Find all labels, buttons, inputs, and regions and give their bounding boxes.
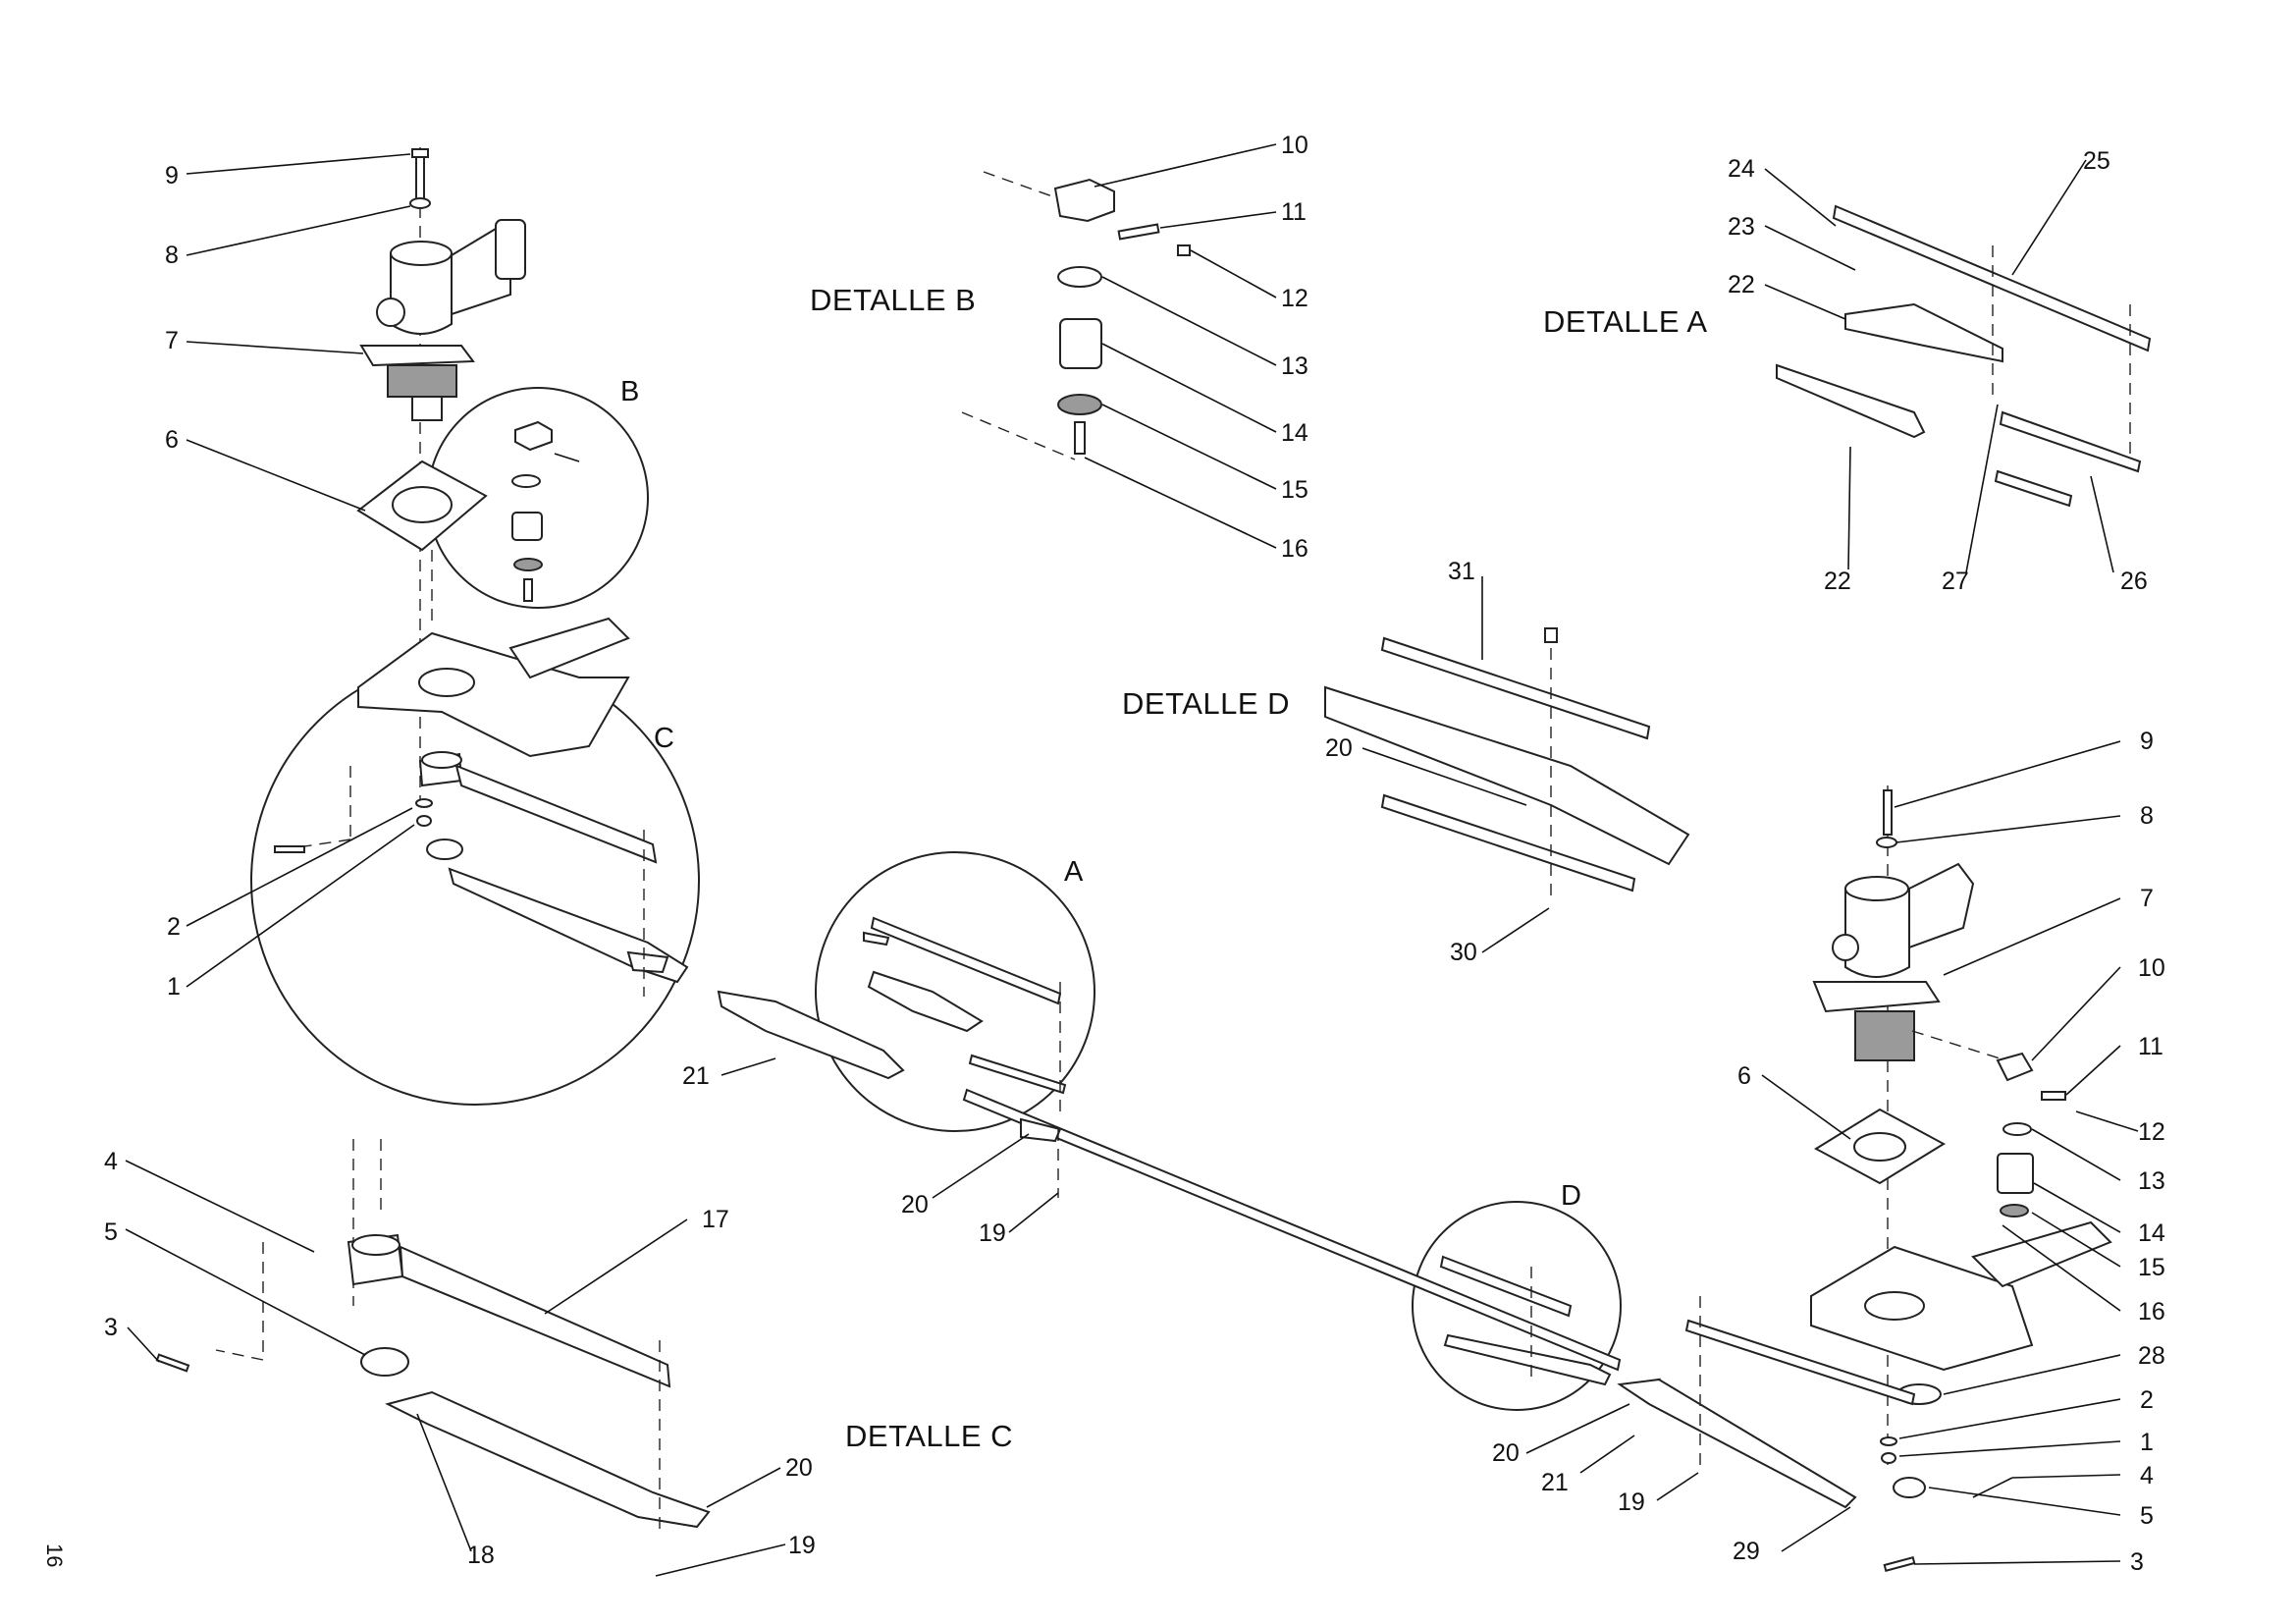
detail-letter-d: D [1561, 1180, 1581, 1212]
callout-left-21: 21 [682, 1062, 710, 1090]
detail-b-exploded [961, 171, 1191, 460]
callout-left-8: 8 [165, 242, 179, 269]
left-mount-frame [357, 631, 630, 758]
callout-a-27: 27 [1942, 568, 1969, 595]
detail-b-title: DETALLE B [810, 283, 976, 317]
callout-right-5: 5 [2140, 1502, 2154, 1530]
callout-right-2: 2 [2140, 1386, 2154, 1414]
callout-left-5: 5 [104, 1218, 118, 1246]
page-number: 16 [42, 1543, 67, 1567]
callout-right-19: 19 [1618, 1489, 1645, 1516]
callout-right-1: 1 [2140, 1429, 2154, 1456]
callout-b-13: 13 [1281, 352, 1308, 380]
callout-d-20: 20 [1325, 734, 1353, 762]
detail-b-mini-parts [511, 420, 580, 602]
callout-mid-20: 20 [901, 1191, 929, 1218]
callout-left-3: 3 [104, 1314, 118, 1341]
callout-mid-19: 19 [979, 1219, 1006, 1247]
left-washer-8 [409, 197, 431, 209]
callout-right-20: 20 [1492, 1439, 1520, 1467]
callout-right-6: 6 [1737, 1062, 1751, 1090]
callout-right-9: 9 [2140, 728, 2154, 755]
detail-letter-a: A [1064, 856, 1084, 888]
bottom-left-arm [155, 1139, 711, 1532]
callout-left-19: 19 [788, 1532, 816, 1559]
detail-letter-b: B [620, 376, 639, 407]
left-bolt-9 [415, 151, 425, 204]
detail-d-mini-parts [1439, 1255, 1612, 1386]
callout-b-16: 16 [1281, 535, 1308, 563]
detail-c-title: DETALLE C [845, 1419, 1013, 1453]
callout-b-15: 15 [1281, 476, 1308, 504]
callout-left-9: 9 [165, 162, 179, 189]
callout-a-22b: 22 [1824, 568, 1851, 595]
callout-b-10: 10 [1281, 132, 1308, 159]
callout-a-22: 22 [1728, 271, 1755, 298]
callout-right-28: 28 [2138, 1342, 2165, 1370]
leader-lines [125, 143, 2139, 1577]
central-rotor-bar [717, 990, 1662, 1396]
callout-right-8: 8 [2140, 802, 2154, 830]
callout-right-10: 10 [2138, 954, 2165, 982]
callout-left-6: 6 [165, 426, 179, 454]
callout-a-23: 23 [1728, 213, 1755, 241]
detail-c-assembly [274, 751, 689, 997]
callout-right-14: 14 [2138, 1219, 2165, 1247]
detail-a-parts [863, 916, 1067, 1119]
callout-d-30: 30 [1450, 939, 1477, 966]
callout-a-26: 26 [2120, 568, 2148, 595]
detail-circle-a: A [815, 851, 1095, 1132]
callout-numbers: 9 8 7 6 2 1 21 4 5 3 17 18 20 19 20 19 1… [104, 132, 2165, 1576]
detail-letter-c: C [654, 723, 674, 754]
callout-right-29: 29 [1733, 1538, 1760, 1565]
callout-left-18: 18 [467, 1542, 495, 1569]
callout-a-25: 25 [2083, 147, 2110, 175]
callout-left-17: 17 [702, 1206, 729, 1233]
callout-b-14: 14 [1281, 419, 1308, 447]
detail-a-title: DETALLE A [1543, 304, 1708, 339]
detail-d-title: DETALLE D [1122, 686, 1290, 721]
callout-left-4: 4 [104, 1148, 118, 1175]
callout-a-24: 24 [1728, 155, 1755, 183]
detail-d-exploded [1324, 627, 1690, 903]
callout-right-12: 12 [2138, 1118, 2165, 1146]
callout-left-1: 1 [167, 973, 181, 1001]
callout-right-7: 7 [2140, 885, 2154, 912]
detail-a-exploded [1776, 204, 2152, 508]
callout-right-16: 16 [2138, 1298, 2165, 1326]
callout-left-7: 7 [165, 327, 179, 354]
callout-d-31: 31 [1448, 558, 1475, 585]
right-gearbox-assembly [1617, 785, 2112, 1573]
callout-left-2: 2 [167, 913, 181, 941]
callout-right-11: 11 [2138, 1033, 2163, 1060]
callout-right-13: 13 [2138, 1167, 2165, 1195]
callout-b-11: 11 [1281, 198, 1307, 226]
left-gearbox-assembly [356, 147, 630, 805]
callout-right-21: 21 [1541, 1469, 1569, 1496]
callout-b-12: 12 [1281, 285, 1308, 312]
callout-left-20: 20 [785, 1454, 813, 1482]
callout-right-15: 15 [2138, 1254, 2165, 1281]
detail-circle-d: D [1412, 1180, 1622, 1411]
callout-right-4: 4 [2140, 1462, 2154, 1489]
callout-right-3: 3 [2130, 1548, 2144, 1576]
